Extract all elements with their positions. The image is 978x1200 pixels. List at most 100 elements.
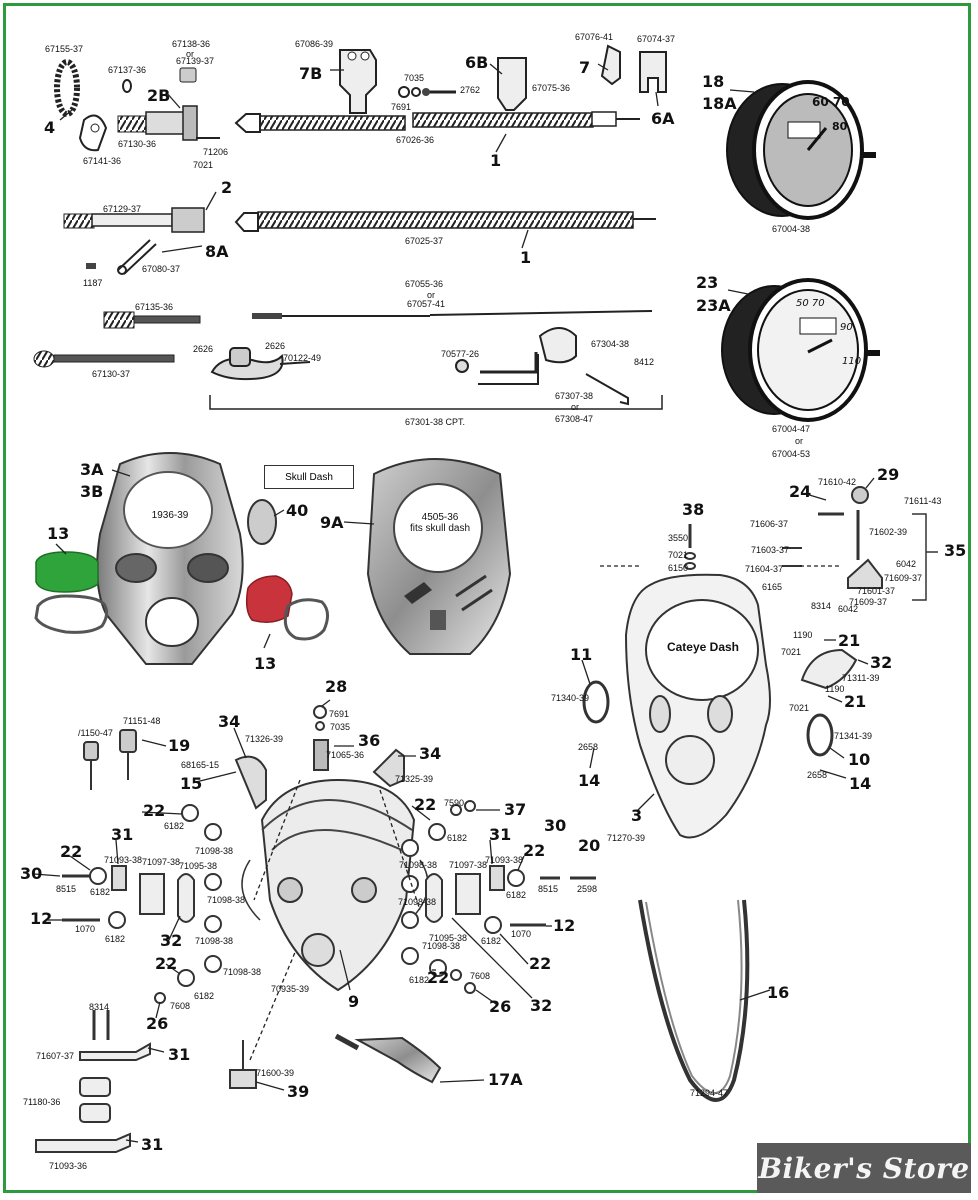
part-number-label: 67130-37 bbox=[92, 369, 131, 379]
lens-gasket-left bbox=[34, 594, 109, 634]
callout-number: 3A bbox=[80, 460, 104, 479]
washers-and-insulators bbox=[62, 800, 596, 1004]
part-number-label: /1150-47 bbox=[78, 728, 113, 738]
callout-number: 21 bbox=[838, 631, 861, 650]
green-lens bbox=[35, 551, 99, 593]
part-number-label: or bbox=[795, 436, 804, 446]
part-number-label: or bbox=[186, 49, 195, 59]
part-number-label: 6182 bbox=[105, 934, 126, 944]
callout-number: 13 bbox=[47, 524, 70, 543]
part-number-label: 71609-37 bbox=[884, 573, 923, 583]
bracket-71311-39 bbox=[800, 648, 858, 690]
part-number-label: 67057-41 bbox=[407, 299, 446, 309]
part-number-label: 70935-39 bbox=[271, 984, 310, 994]
callout-number: 32 bbox=[530, 996, 553, 1015]
svg-text:60 70: 60 70 bbox=[812, 95, 850, 109]
part-number-label: 71341-39 bbox=[834, 731, 873, 741]
part-number-label: 71093-38 bbox=[485, 855, 524, 865]
part-number-label: 71180-36 bbox=[23, 1097, 61, 1107]
part-number-label: 7021 bbox=[668, 550, 689, 560]
callout-number: 9 bbox=[348, 992, 360, 1011]
callout-number: 35 bbox=[944, 541, 967, 560]
bracket-71600-39 bbox=[229, 1040, 257, 1089]
part-number-label: 2658 bbox=[578, 742, 599, 752]
part-number-label: 67139-37 bbox=[176, 56, 215, 66]
dash-year-label: 1936-39 bbox=[151, 510, 189, 521]
part-number-label: 7691 bbox=[391, 102, 412, 112]
dash-panel-9A bbox=[366, 458, 512, 655]
part-number-label: 71098-38 bbox=[207, 895, 246, 905]
part-number-label: 71098-38 bbox=[398, 897, 437, 907]
part-number-label: 6182 bbox=[447, 833, 468, 843]
part-number-label: 71603-37 bbox=[751, 545, 790, 555]
part-number-label: 71093-36 bbox=[49, 1161, 88, 1171]
callout-number: 18 bbox=[702, 72, 725, 91]
part-number-label: 71600-39 bbox=[256, 1068, 295, 1078]
part-number-label: 6182 bbox=[506, 890, 527, 900]
callout-number: 24 bbox=[789, 482, 812, 501]
callout-number: 32 bbox=[870, 653, 893, 672]
part-number-label: 67004-38 bbox=[772, 224, 811, 234]
part-number-label: 8515 bbox=[56, 884, 77, 894]
knurled-knob-17A bbox=[334, 1033, 442, 1084]
part-number-label: 67130-36 bbox=[118, 139, 157, 149]
part-number-label: 71294-47 bbox=[690, 1088, 729, 1098]
callout-number: 26 bbox=[489, 997, 512, 1016]
part-number-label: 71604-37 bbox=[745, 564, 784, 574]
part-number-label: 1190 bbox=[825, 684, 845, 694]
screw-2762 bbox=[398, 86, 456, 98]
cateye-dash bbox=[624, 573, 771, 839]
callout-number: 7B bbox=[299, 64, 323, 83]
skull-dash-1936-39 bbox=[96, 452, 244, 665]
part-number-label: 67076-41 bbox=[575, 32, 614, 42]
callout-number: 11 bbox=[570, 645, 593, 664]
clamp-67075-36 bbox=[497, 57, 527, 111]
switch-71065-36 bbox=[313, 705, 329, 771]
part-number-label: 71098-38 bbox=[195, 846, 234, 856]
part-number-label: 2626 bbox=[265, 341, 286, 351]
clip-67076-41 bbox=[600, 44, 621, 86]
part-number-label: 67026-36 bbox=[396, 135, 435, 145]
callout-number: 8A bbox=[205, 242, 229, 261]
part-number-label: 71098-38 bbox=[223, 967, 262, 977]
part-number-label: 71325-39 bbox=[395, 774, 434, 784]
part-number-label: 67301-38 CPT. bbox=[405, 417, 466, 427]
callout-number: 23A bbox=[696, 296, 731, 315]
part-number-label: 67138-36 bbox=[172, 39, 211, 49]
callout-number: 3 bbox=[631, 806, 643, 825]
lens-ring-71340-39 bbox=[582, 680, 610, 724]
part-number-label: 71093-38 bbox=[104, 855, 143, 865]
lens-40 bbox=[247, 499, 277, 545]
part-number-label: 67086-39 bbox=[295, 39, 334, 49]
drive-gear-67135-36 bbox=[103, 311, 201, 329]
bracket-71607-37 bbox=[79, 1010, 151, 1061]
part-number-label: 71206 bbox=[203, 147, 229, 157]
part-number-label: 8314 bbox=[811, 601, 832, 611]
part-number-label: 71611-43 bbox=[904, 496, 942, 506]
part-number-label: 71311-39 bbox=[842, 673, 880, 683]
callout-number: 40 bbox=[286, 501, 309, 520]
bracket-67086-39 bbox=[339, 49, 377, 114]
part-number-label: 67307-38 bbox=[555, 391, 594, 401]
callout-number: 1 bbox=[520, 248, 532, 267]
switch-assembly-35 bbox=[782, 486, 938, 601]
part-number-label: 6182 bbox=[164, 821, 185, 831]
callout-number: 17A bbox=[488, 1070, 523, 1089]
svg-text:110: 110 bbox=[842, 356, 861, 367]
gasket-71294-47 bbox=[638, 899, 750, 1102]
part-number-label: 2762 bbox=[460, 85, 481, 95]
callout-number: 14 bbox=[578, 771, 601, 790]
drive-housing-67130-36 bbox=[117, 105, 220, 141]
part-number-label: 6182 bbox=[90, 887, 111, 897]
callout-number: 3B bbox=[80, 482, 104, 501]
callout-number: 19 bbox=[168, 736, 191, 755]
callout-number: 32 bbox=[160, 931, 183, 950]
callout-number: 31 bbox=[141, 1135, 164, 1154]
part-number-label: 70122-49 bbox=[283, 353, 322, 363]
part-number-label: 7608 bbox=[170, 1001, 191, 1011]
callout-number: 23 bbox=[696, 273, 719, 292]
callout-number: 31 bbox=[111, 825, 134, 844]
callout-number: 22 bbox=[414, 795, 437, 814]
part-number-label: 6042 bbox=[896, 559, 917, 569]
callout-number: 22 bbox=[60, 842, 83, 861]
